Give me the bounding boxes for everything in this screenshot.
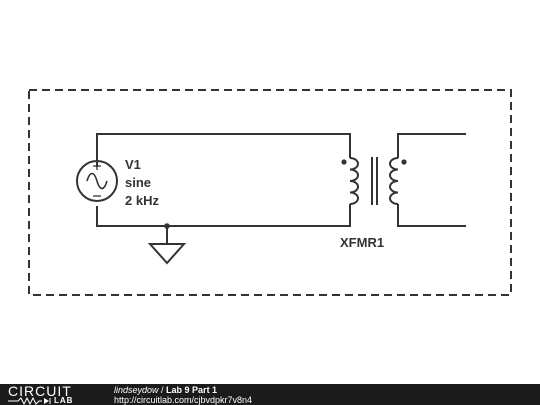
junction-dot (164, 223, 170, 229)
ac-voltage-source-icon[interactable] (76, 160, 118, 202)
circuit-url-link[interactable]: http://circuitlab.com/cjbvdpkr7v8n4 (114, 395, 253, 405)
source-name-label: V1 (125, 157, 141, 172)
logo-top-text: CIRCUIT (8, 383, 72, 399)
ground-icon[interactable] (147, 243, 187, 265)
footer-title-line: lindseydow / Lab 9 Part 1 (114, 385, 252, 395)
source-frequency-label: 2 kHz (125, 193, 159, 208)
wires (96, 133, 466, 244)
secondary-polarity-dot (401, 159, 407, 165)
dashed-boundary (28, 89, 512, 296)
footer-text: lindseydow / Lab 9 Part 1 http://circuit… (114, 385, 252, 405)
circuitlab-logo[interactable]: CIRCUIT LAB (8, 384, 100, 405)
title-separator: / (158, 385, 167, 395)
transformer-icon[interactable] (341, 157, 407, 205)
footer-bar: CIRCUIT LAB lindseydow / Lab 9 Part 1 ht… (0, 384, 540, 405)
schematic-canvas: V1 sine 2 kHz XFMR1 (28, 89, 512, 296)
transformer-name-label: XFMR1 (340, 235, 384, 250)
project-title-link[interactable]: Lab 9 Part 1 (166, 385, 218, 395)
author-link[interactable]: lindseydow (114, 385, 159, 395)
logo-bottom-text: LAB (54, 396, 74, 405)
logo-resistor-row: LAB (8, 396, 100, 405)
primary-polarity-dot (341, 159, 347, 165)
source-type-label: sine (125, 175, 151, 190)
resistor-icon (8, 397, 51, 405)
